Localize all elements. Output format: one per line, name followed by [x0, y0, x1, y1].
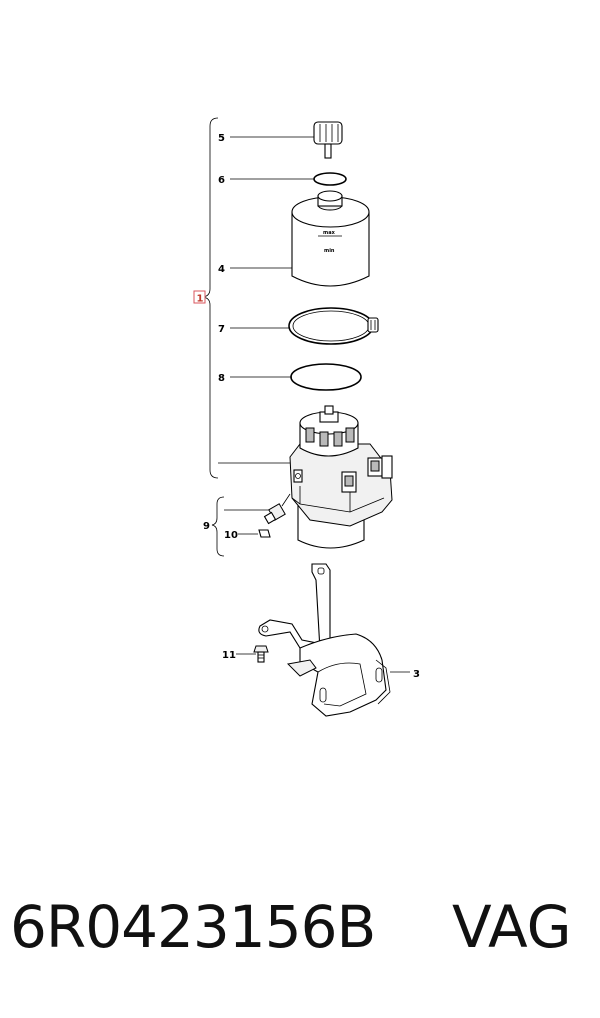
- callout-6[interactable]: 6: [218, 175, 225, 186]
- exploded-parts-diagram: 1 9 5 6 4 max min 7 8: [193, 117, 420, 717]
- callout-3[interactable]: 3: [413, 669, 420, 680]
- callout-10[interactable]: 10: [224, 530, 238, 541]
- callout-9[interactable]: 9: [203, 521, 210, 532]
- brand-name: VAG: [452, 893, 572, 961]
- callout-1[interactable]: 1: [197, 294, 204, 305]
- callout-5[interactable]: 5: [218, 133, 225, 144]
- group-bracket-9: [211, 496, 225, 557]
- mounting-bracket: [258, 563, 391, 717]
- large-o-ring: [290, 363, 362, 391]
- callout-11[interactable]: 11: [222, 650, 236, 661]
- callout-4[interactable]: 4: [218, 264, 225, 275]
- sensor-plug: [263, 493, 291, 525]
- callout-8[interactable]: 8: [218, 373, 225, 384]
- reservoir-cap: [313, 121, 343, 159]
- reservoir-min-mark: min: [324, 248, 335, 254]
- callout-1-box[interactable]: [193, 290, 206, 304]
- pump-assembly: [289, 405, 393, 549]
- part-number: 6R0423156B: [10, 893, 376, 961]
- hose-clamp: [288, 307, 379, 345]
- reservoir-max-mark: max: [323, 230, 336, 236]
- small-o-ring: [313, 172, 347, 186]
- retaining-clip: [258, 529, 271, 538]
- callout-7[interactable]: 7: [218, 324, 225, 335]
- fluid-reservoir: [291, 190, 370, 287]
- mounting-bolt: [253, 645, 269, 663]
